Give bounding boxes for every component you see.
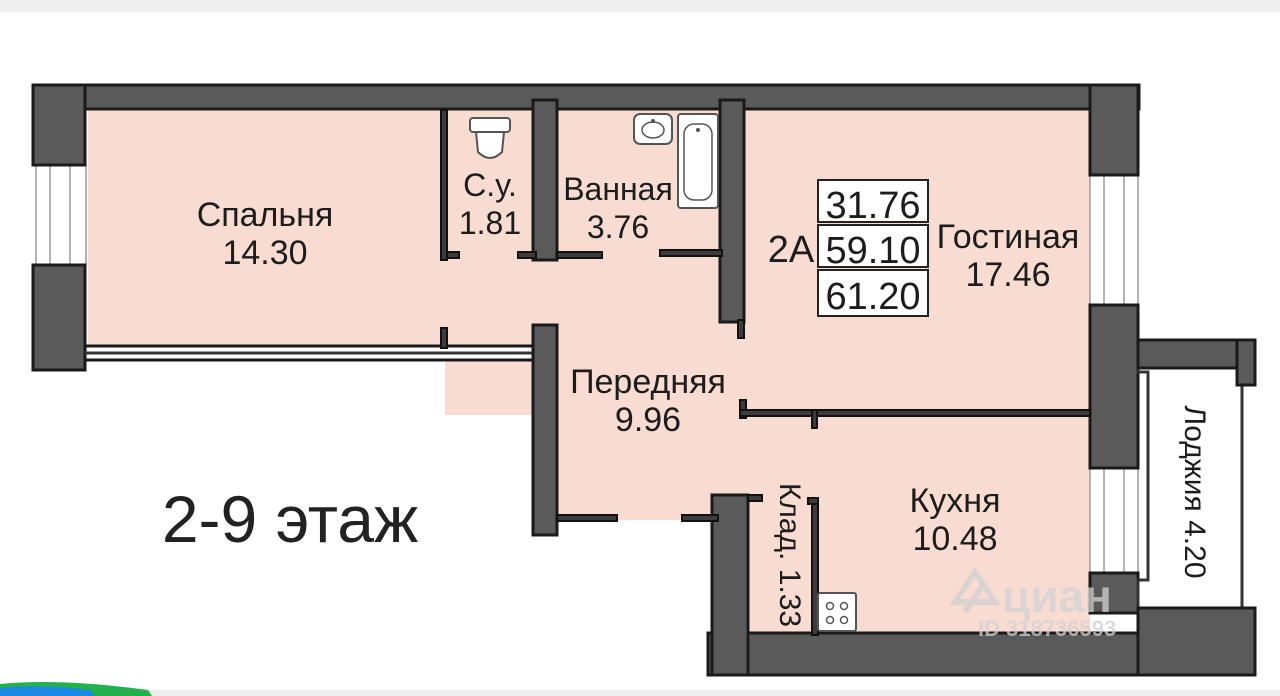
living-door-jamb [737, 319, 745, 339]
apartment-summary: 31.76 59.10 61.20 2А [768, 179, 929, 318]
sink-icon [633, 113, 673, 145]
stove-icon [817, 592, 857, 632]
bath-living-partition [718, 98, 746, 324]
hall-name: Передняя [570, 363, 726, 401]
hall-floor [555, 330, 745, 520]
wc-door-right [517, 251, 537, 259]
storage-left-wall [710, 493, 750, 677]
area-living-value: 31.76 [825, 185, 920, 227]
hall-left-wall [531, 323, 559, 537]
bathtub-icon [677, 113, 719, 209]
kitchen-area: 10.48 [912, 520, 997, 558]
loggia-label: Лоджия 4.20 [1178, 405, 1211, 578]
hall-area: 9.96 [615, 401, 681, 439]
storage-label: Клад. 1.33 [773, 483, 806, 627]
wc-area: 1.81 [459, 205, 521, 241]
area-box-total [817, 224, 929, 268]
bathroom-name: Ванная [563, 171, 673, 207]
right-wall-top [1088, 83, 1140, 177]
wc-door-left [446, 251, 460, 259]
bath-door-right [659, 249, 723, 257]
blue-corner-shape [0, 686, 95, 696]
walls [31, 83, 1257, 677]
fixtures [469, 113, 857, 632]
cian-watermark: циан ID 318736593 [949, 566, 1116, 641]
storage-door-left [747, 494, 763, 502]
loggia-right-cap [1235, 338, 1257, 387]
area-box-living [817, 179, 929, 223]
right-wall-mid [1088, 303, 1140, 470]
living-kitchen-partition [739, 409, 1091, 417]
bath-door-left [556, 251, 603, 259]
kitchen-window [1089, 467, 1139, 574]
bedroom-window [35, 164, 87, 266]
living-name: Гостиная [937, 218, 1080, 256]
toilet-icon [469, 117, 511, 159]
area-box-with-loggia [817, 269, 929, 317]
bathroom-area: 3.76 [587, 209, 649, 245]
bottom-band [0, 690, 1280, 696]
watermark-id: ID 318736593 [978, 616, 1116, 641]
kitchen-name: Кухня [910, 482, 1001, 520]
living-window [1089, 174, 1139, 306]
room-labels: Спальня 14.30 С.у. 1.81 Ванная 3.76 Гост… [197, 167, 1211, 627]
area-total-value: 59.10 [825, 230, 920, 272]
kitchen-floor [745, 415, 1090, 635]
kitchen-door-tick [811, 409, 818, 429]
entrance-left [556, 514, 618, 522]
bedroom-name: Спальня [197, 196, 334, 234]
bedroom-wc-partition [440, 109, 448, 261]
living-area: 17.46 [965, 256, 1050, 294]
cian-logo-icon [949, 566, 1001, 614]
top-band [0, 0, 1280, 12]
entrance-right [681, 514, 719, 522]
bedroom-area: 14.30 [222, 234, 307, 272]
wc-bath-partition [531, 98, 559, 262]
apartment-code: 2А [768, 229, 815, 271]
left-wall-top [31, 83, 87, 167]
area-with-loggia-value: 61.20 [825, 276, 920, 318]
watermark-brand: циан [1002, 570, 1112, 622]
bedroom-door-jamb [440, 327, 448, 349]
left-wall-bottom [31, 263, 87, 372]
storage-door-right [807, 497, 819, 505]
floor-label: 2-9 этаж [162, 482, 418, 556]
top-outer-wall [31, 83, 1141, 111]
loggia-bottom-wall [1136, 606, 1257, 677]
wc-name: С.у. [463, 167, 517, 203]
